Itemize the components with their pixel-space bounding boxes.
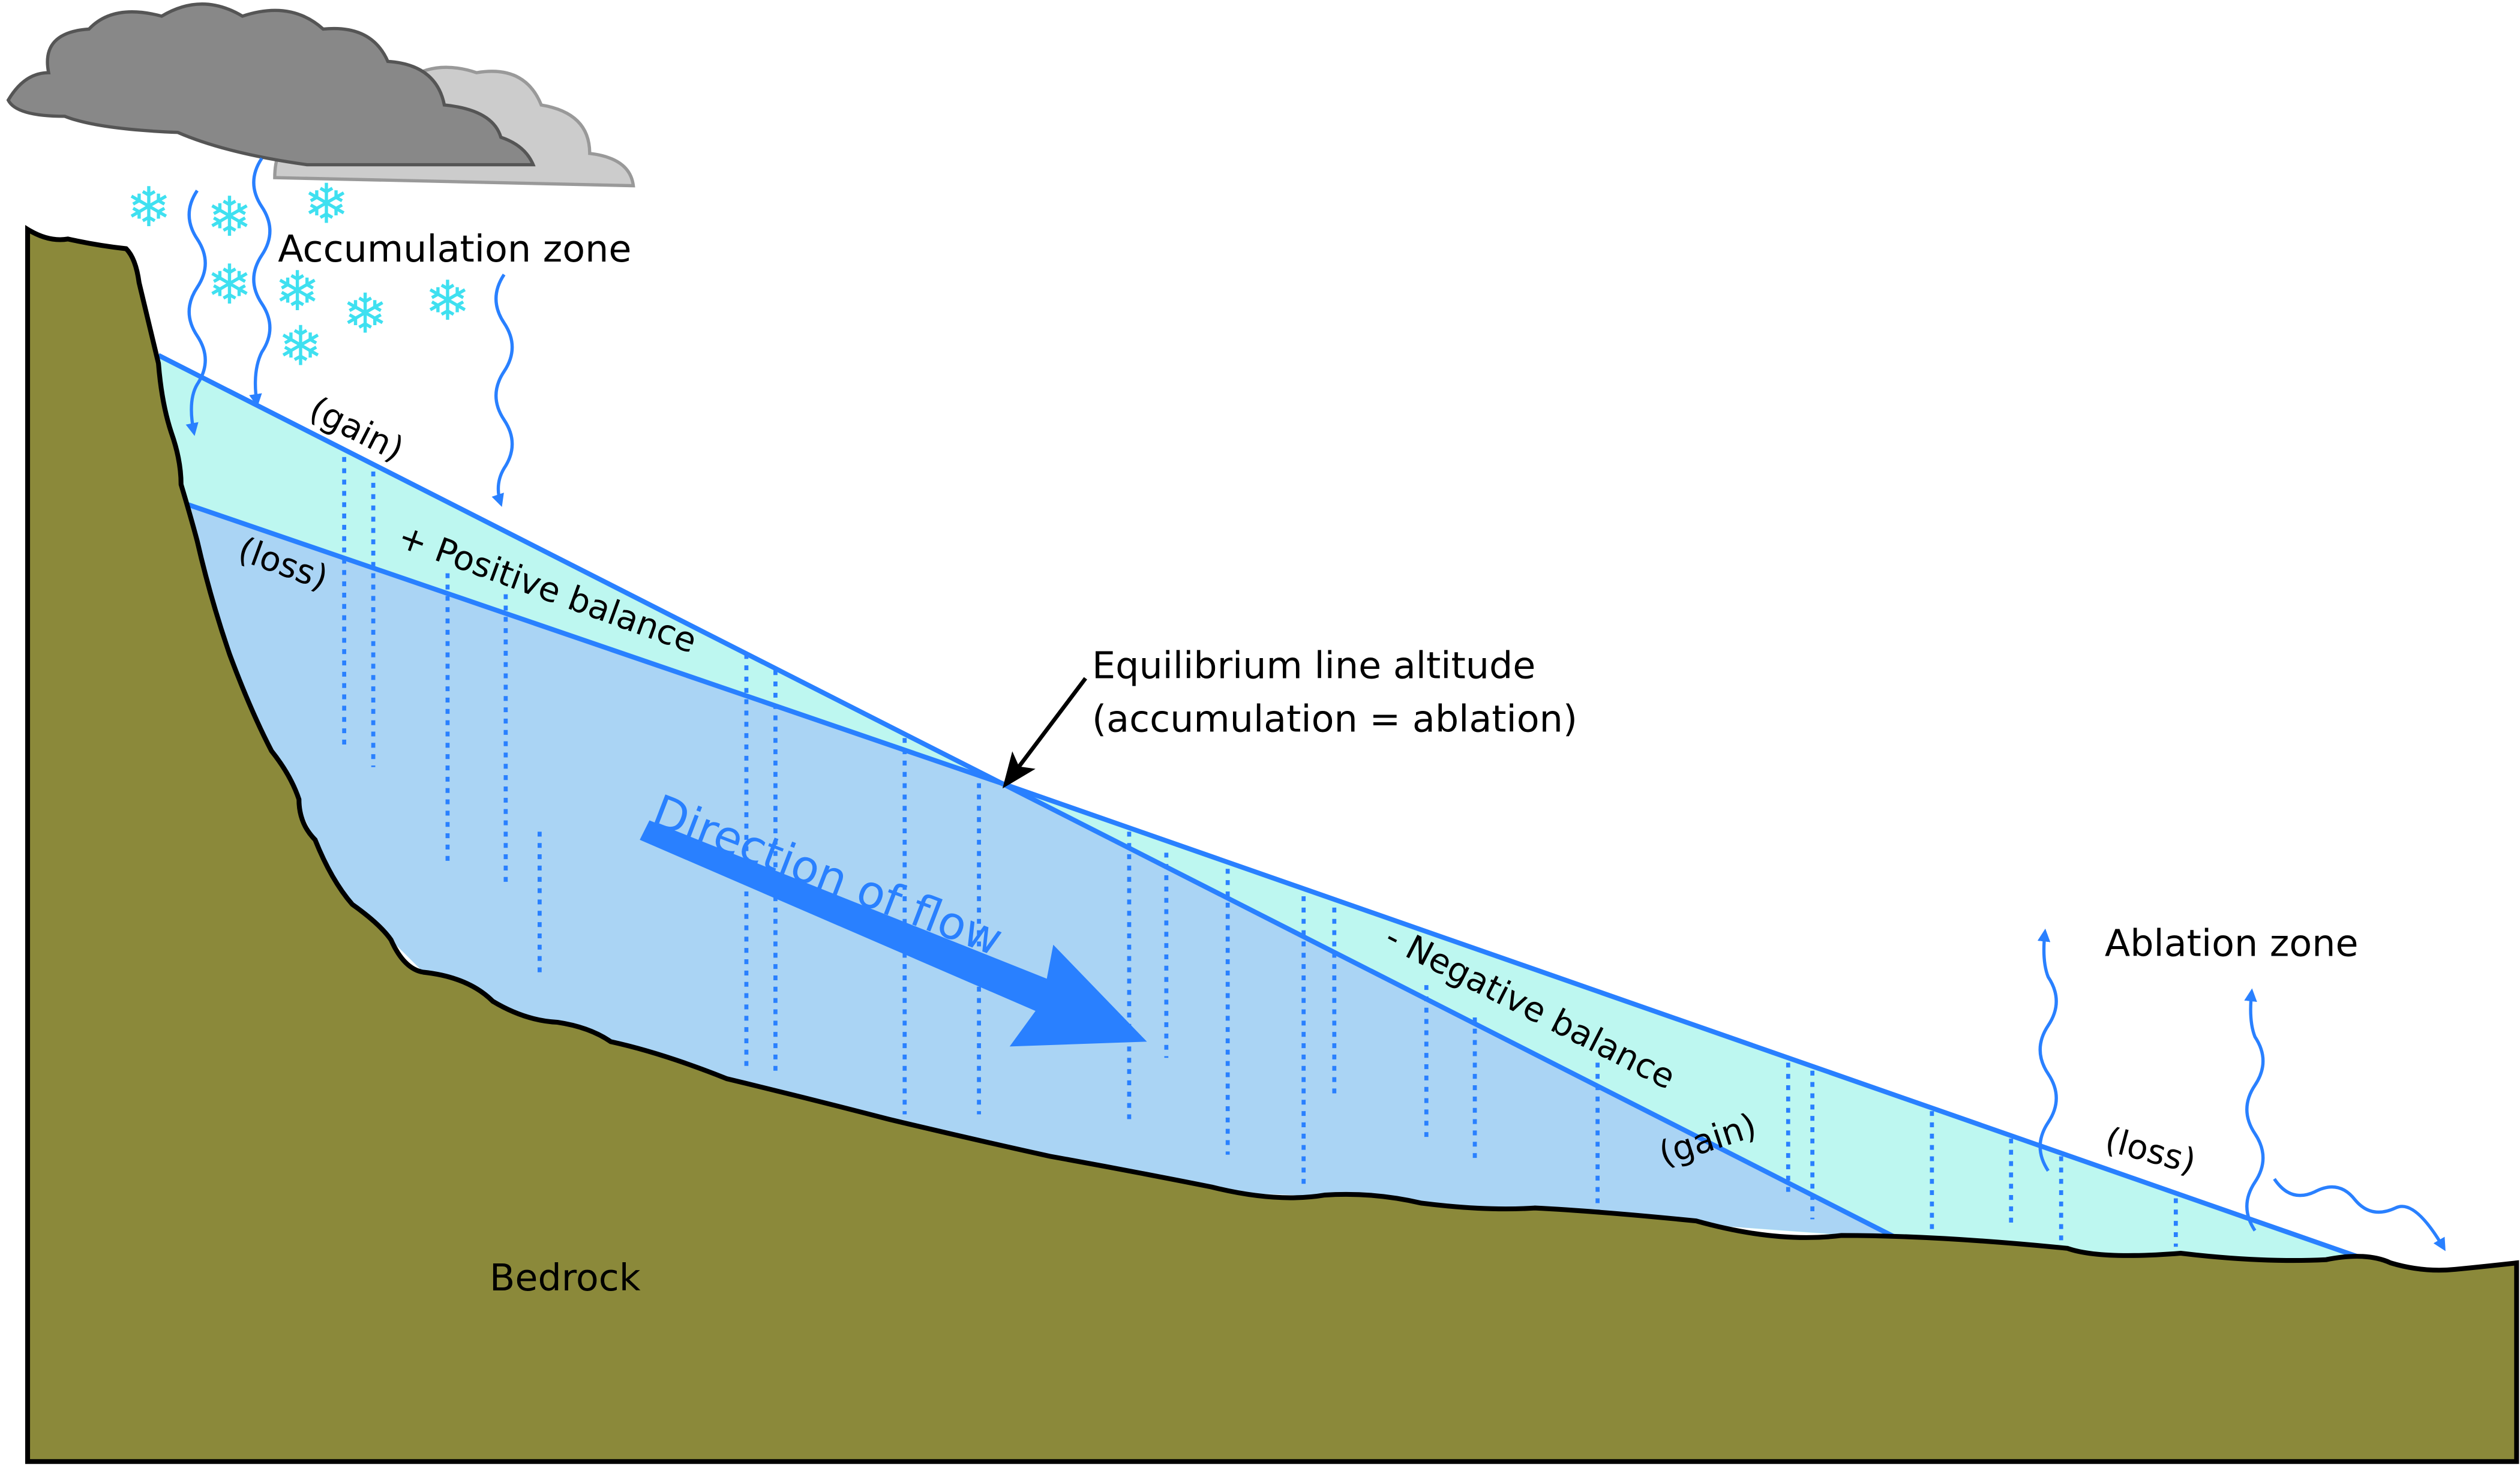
accumulation-zone-label: Accumulation zone bbox=[278, 227, 631, 271]
balance-boundary-line bbox=[185, 502, 1900, 1241]
svg-text:❄: ❄ bbox=[274, 259, 320, 323]
svg-text:❄: ❄ bbox=[342, 282, 388, 346]
svg-text:❄: ❄ bbox=[278, 314, 324, 378]
svg-text:❄: ❄ bbox=[126, 175, 172, 239]
svg-text:❄: ❄ bbox=[206, 253, 253, 317]
ela-label-line1: Equilibrium line altitude bbox=[1092, 644, 1535, 688]
precipitation-arrows bbox=[185, 157, 514, 508]
svg-text:❄: ❄ bbox=[206, 185, 253, 249]
cloud-dark-icon bbox=[6, 2, 536, 167]
bedrock-label: Bedrock bbox=[490, 1256, 641, 1299]
snowflake-icons: ❄❄❄ ❄❄❄ ❄❄ bbox=[126, 172, 471, 378]
flow-direction-arrow bbox=[640, 820, 1147, 1047]
bedrock-region bbox=[25, 225, 2519, 1464]
svg-text:❄: ❄ bbox=[425, 269, 471, 333]
glacier-ice-region bbox=[185, 503, 1898, 1239]
svg-text:❄: ❄ bbox=[304, 172, 350, 236]
ablation-zone-label: Ablation zone bbox=[2105, 922, 2359, 965]
ela-pointer-arrow bbox=[1002, 677, 1087, 789]
ablation-arrows bbox=[2037, 928, 2446, 1251]
ela-label-line2: (accumulation = ablation) bbox=[1092, 697, 1577, 740]
